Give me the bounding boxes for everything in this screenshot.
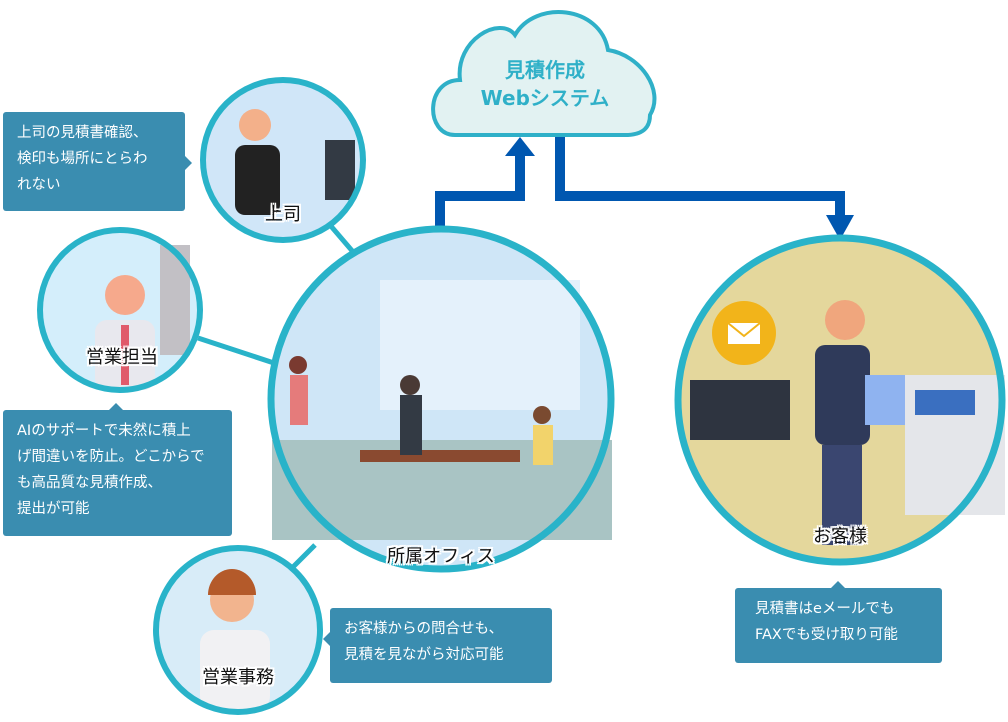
cloud-title-line2: Webシステム [480, 86, 610, 110]
office-label: 所属オフィス [387, 546, 495, 567]
clerk-label: 営業事務 [202, 667, 274, 688]
arrow-cloud-to-customer [555, 137, 845, 220]
customer-label: お客様 [813, 526, 867, 547]
arrow-up-to-cloud [435, 152, 525, 228]
boss-illustration [203, 80, 363, 240]
office-ring [267, 225, 615, 573]
cloud-title: 見積作成 Webシステム [481, 56, 610, 112]
office-illustration [271, 229, 612, 569]
cloud-shape [431, 10, 657, 137]
clerk-callout: お客様からの問合せも、 見積を見ながら対応可能 [323, 608, 552, 683]
boss-label: 上司 [265, 204, 301, 225]
clerk-illustration [156, 548, 320, 712]
sales-illustration [40, 230, 200, 390]
customer-callout: 見積書はeメールでも FAXでも受け取り可能 [735, 581, 942, 663]
sales-label: 営業担当 [86, 347, 158, 368]
boss-callout: 上司の見積書確認、 検印も場所にとらわ れない [3, 112, 192, 211]
customer-illustration [678, 238, 1005, 562]
sales-callout: AIのサポートで未然に積上 げ間違いを防止。どこからで も高品質な見積作成、 提… [3, 403, 232, 536]
arrowhead-down [826, 215, 854, 240]
cloud-title-line1: 見積作成 [504, 58, 585, 82]
arrowhead-up [505, 137, 535, 156]
